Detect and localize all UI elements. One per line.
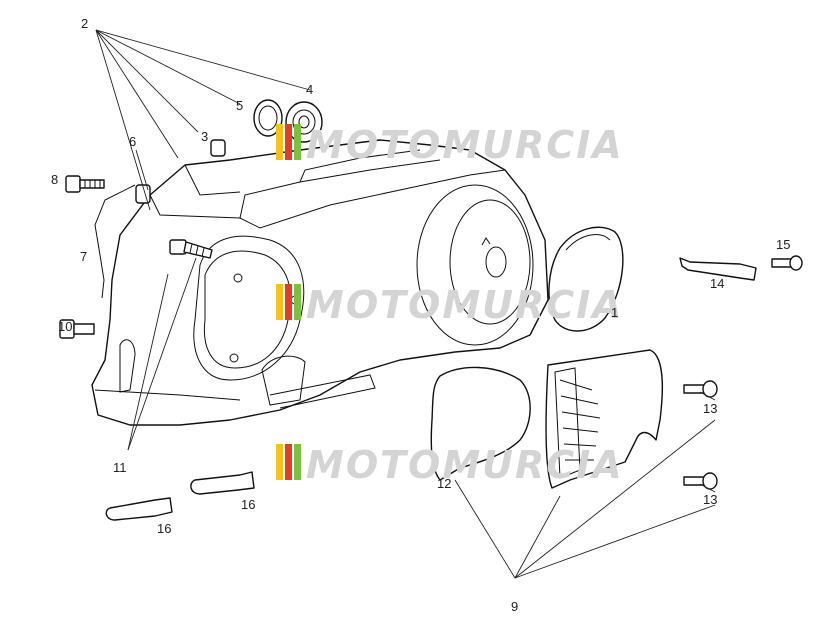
watermark-text-middle: MOTOMURCIA (306, 283, 624, 327)
callout-4: 4 (306, 82, 313, 97)
bolt-11 (169, 239, 213, 259)
callout-2: 2 (81, 16, 88, 31)
air-duct-cover (545, 349, 663, 489)
callout-5: 5 (236, 98, 243, 113)
screw-13b (683, 472, 718, 490)
callout-1: 1 (611, 305, 618, 320)
cover-cap (548, 226, 624, 332)
callout-8: 8 (51, 172, 58, 187)
bolt-8 (65, 175, 105, 193)
circlip (253, 99, 283, 137)
bracket-14 (679, 257, 757, 281)
screw-13a (683, 380, 718, 398)
callout-13b: 13 (703, 492, 717, 507)
bushing (210, 139, 226, 157)
watermark-middle: MOTOMURCIA (276, 283, 624, 327)
gasket-12 (430, 366, 531, 481)
screw-15 (771, 255, 803, 271)
crankcase-cover (91, 139, 549, 426)
watermark-top: MOTOMURCIA (276, 123, 624, 167)
leader-lines (95, 29, 716, 579)
clip-16b (190, 471, 255, 495)
callout-15: 15 (776, 237, 790, 252)
callout-11: 11 (113, 460, 127, 475)
callout-7: 7 (80, 249, 87, 264)
callout-13a: 13 (703, 401, 717, 416)
callout-14: 14 (710, 276, 724, 291)
bolt-10 (59, 319, 95, 339)
side-gasket (94, 184, 136, 299)
callout-16b: 16 (241, 497, 255, 512)
clip-16a (105, 497, 173, 521)
watermark-text-bottom: MOTOMURCIA (306, 443, 624, 487)
callout-labels: 1 2 3 4 5 6 7 8 9 10 11 12 13 13 14 15 1… (51, 16, 790, 614)
callout-16a: 16 (157, 521, 171, 536)
callout-6: 6 (129, 134, 136, 149)
callout-9: 9 (511, 599, 518, 614)
watermark-bottom: MOTOMURCIA (276, 443, 624, 487)
callout-12: 12 (437, 476, 451, 491)
watermark-text-top: MOTOMURCIA (306, 123, 624, 167)
callout-10: 10 (58, 319, 72, 334)
callout-3: 3 (201, 129, 208, 144)
